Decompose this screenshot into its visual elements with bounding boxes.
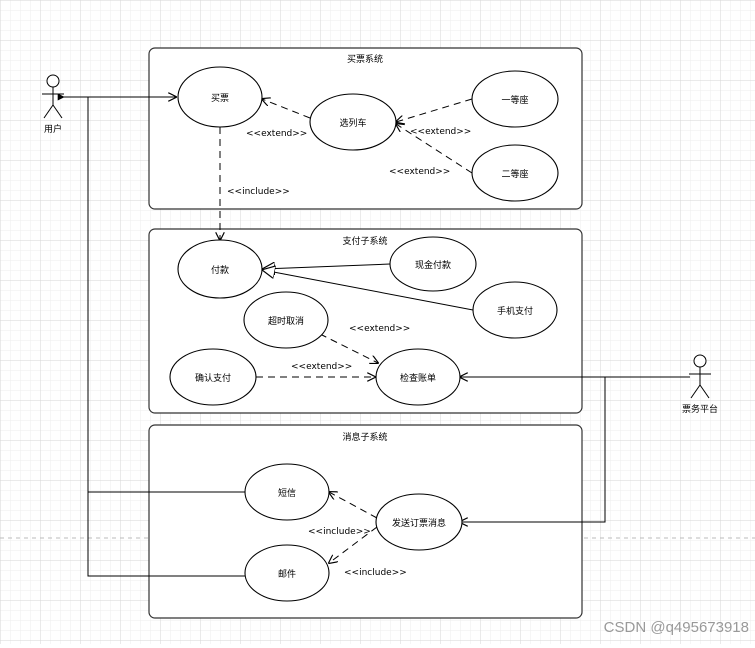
svg-text:短信: 短信 [278,487,296,499]
label-extend-select-buy: <<extend>> [246,129,307,139]
svg-text:二等座: 二等座 [501,168,528,180]
label-extend-first-select: <<extend>> [410,127,471,137]
watermark: CSDN @q495673918 [603,619,749,636]
usecase-buy: 买票 [177,66,263,128]
usecase-cash-pay: 现金付款 [389,236,477,292]
assoc-platform-send [460,377,606,522]
ticket-system-title: 买票系统 [347,53,383,65]
label-extend-timeout-check: <<extend>> [349,324,410,334]
label-include-send-email: <<include>> [344,568,407,578]
include-send-sms [329,492,378,519]
svg-text:现金付款: 现金付款 [415,259,451,271]
usecase-send-message: 发送订票消息 [375,493,463,551]
label-extend-confirm-check: <<extend>> [291,362,352,372]
include-send-email [329,526,378,563]
svg-text:选列车: 选列车 [339,117,366,129]
stick-figure-icon [693,354,707,368]
label-extend-second-select: <<extend>> [389,167,450,177]
actor-platform-label: 票务平台 [682,403,718,415]
svg-text:一等座: 一等座 [501,94,528,106]
message-system-title: 消息子系统 [342,431,387,443]
usecase-check-bill: 检查账单 [375,348,461,406]
extend-second-select [396,124,473,174]
usecase-first-class: 一等座 [471,70,559,128]
actor-platform: 票务平台 [682,354,718,415]
usecase-mobile-pay: 手机支付 [472,281,558,339]
svg-text:超时取消: 超时取消 [268,315,304,327]
usecase-select-train: 选列车 [309,93,397,151]
svg-text:发送订票消息: 发送订票消息 [392,517,446,529]
usecase-second-class: 二等座 [471,144,559,202]
generalize-cash-pay [263,264,391,269]
usecase-timeout-cancel: 超时取消 [243,291,329,349]
extend-select-buy [262,99,311,119]
actor-user: 用户 [42,74,64,135]
usecase-pay: 付款 [177,239,263,299]
extend-first-select [396,98,473,122]
svg-text:邮件: 邮件 [278,568,296,580]
usecase-sms: 短信 [244,463,330,521]
generalize-mobile-pay [263,270,474,311]
svg-text:确认支付: 确认支付 [195,372,231,384]
usecase-confirm-pay: 确认支付 [169,348,257,406]
assoc-user-email [87,492,246,577]
svg-text:付款: 付款 [211,264,229,276]
usecase-email: 邮件 [244,544,330,602]
actor-user-label: 用户 [44,123,62,135]
label-include-send-sms: <<include>> [308,527,371,537]
svg-text:手机支付: 手机支付 [497,305,533,317]
label-include-buy-pay: <<include>> [227,187,290,197]
payment-system-title: 支付子系统 [342,235,387,247]
extend-timeout-check [319,333,378,363]
svg-text:买票: 买票 [211,93,229,104]
stick-figure-icon [46,74,60,88]
svg-text:检查账单: 检查账单 [400,372,436,384]
